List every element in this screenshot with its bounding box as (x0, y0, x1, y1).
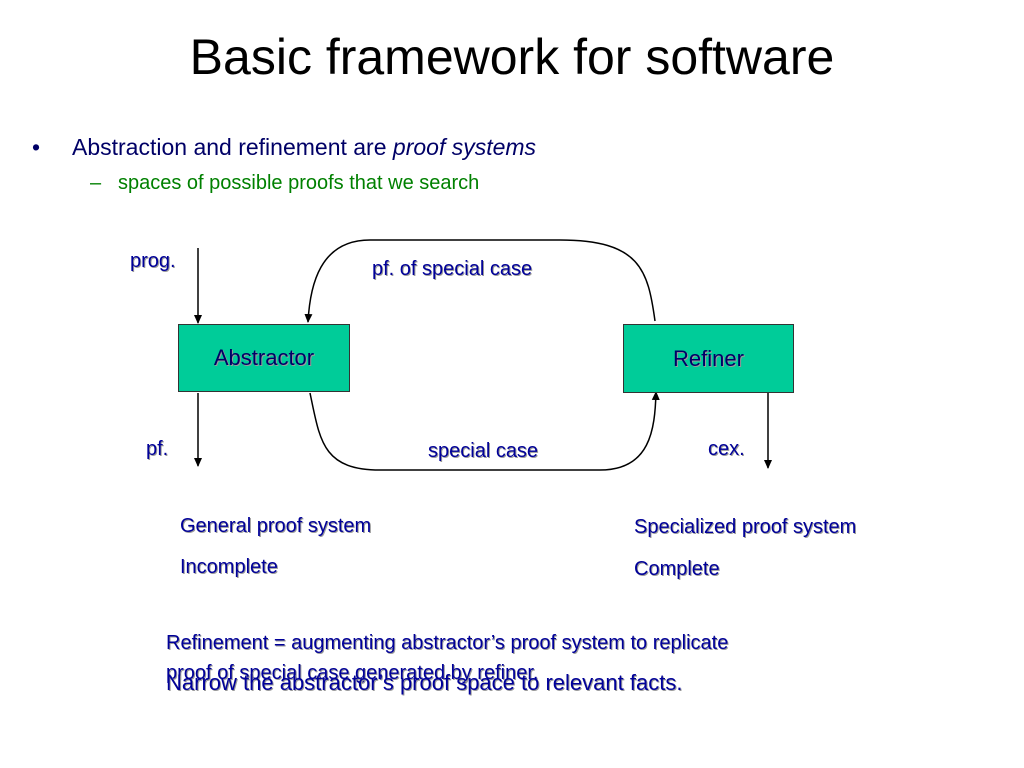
slide-title: Basic framework for software (189, 29, 835, 85)
left-note-general: General proof system (180, 515, 372, 537)
right-note-specialized: Specialized proof system (634, 516, 857, 538)
input-prog-label: prog. (130, 250, 176, 272)
refiner-to-abstractor-arrow (304, 239, 656, 323)
refiner-label: Refiner (673, 345, 744, 371)
refiner-box: Refiner (623, 324, 794, 393)
pf-output-label: pf. (146, 438, 169, 460)
sub-bullet-dash: – (90, 172, 102, 194)
abstractor-label: Abstractor (213, 345, 315, 370)
sub-bullet-proof-spaces: –spaces of possible proofs that we searc… (90, 172, 479, 195)
sub-bullet-text: spaces of possible proofs that we search (118, 172, 480, 194)
right-note-complete: Complete (634, 558, 720, 580)
bottom-edge-label: special case (428, 440, 539, 462)
left-note-incomplete: Incomplete (180, 556, 278, 578)
top-edge-label: pf. of special case (372, 258, 533, 280)
bullet-dot: • (32, 134, 41, 160)
footer-line-2: proof of special case generated by refin… (166, 662, 539, 684)
cex-output-label: cex. (708, 438, 745, 460)
bullet-emphasis: proof systems (392, 134, 537, 160)
abstractor-box: Abstractor (178, 324, 350, 392)
abstractor-to-refiner-arrow (309, 391, 660, 471)
bullet-text: Abstraction and refinement are (72, 134, 393, 160)
footer-line-1: Refinement = augmenting abstractor’s pro… (166, 632, 729, 654)
footer-line-3: Narrow the abstractor’s proof space to r… (166, 670, 683, 695)
bullet-abstraction: • Abstraction and refinement are proof sy… (32, 134, 536, 161)
